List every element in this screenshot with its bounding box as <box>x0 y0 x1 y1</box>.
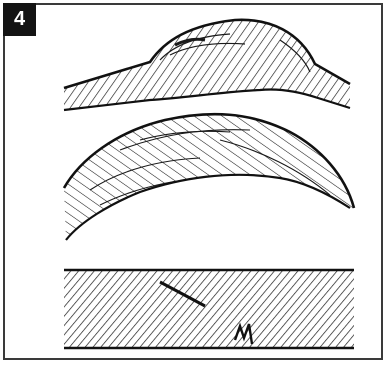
middle-hump-drawing <box>64 114 354 240</box>
top-board-drawing <box>64 20 350 110</box>
bottom-board-drawing <box>64 270 354 348</box>
